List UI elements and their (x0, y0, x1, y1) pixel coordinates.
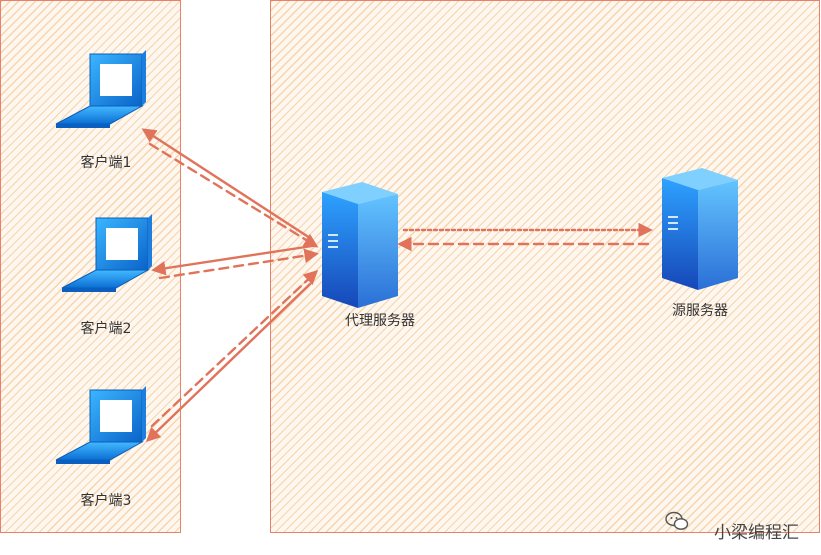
origin-server-label: 源服务器 (672, 303, 728, 319)
watermark: 小梁编程汇 (686, 518, 799, 543)
arrow-client1-to-proxy (148, 142, 319, 248)
arrow-proxy-to-client1 (141, 128, 312, 240)
client1-label: 客户端1 (80, 155, 132, 171)
laptop-icon (61, 214, 152, 292)
server-icon (322, 182, 398, 308)
arrow-client3-to-proxy (150, 270, 319, 428)
watermark-text: 小梁编程汇 (714, 523, 799, 543)
arrow-client2-to-proxy (158, 248, 319, 280)
laptop-icon (55, 386, 146, 464)
server-icon (662, 168, 738, 290)
client3-label: 客户端3 (80, 493, 132, 509)
wechat-icon (665, 511, 689, 530)
laptop-icon (55, 50, 146, 128)
arrow-proxy-to-client3 (145, 282, 312, 442)
proxy-server-label: 代理服务器 (345, 313, 415, 329)
client2-label: 客户端2 (80, 321, 132, 337)
arrow-proxy-to-client2 (151, 244, 314, 276)
